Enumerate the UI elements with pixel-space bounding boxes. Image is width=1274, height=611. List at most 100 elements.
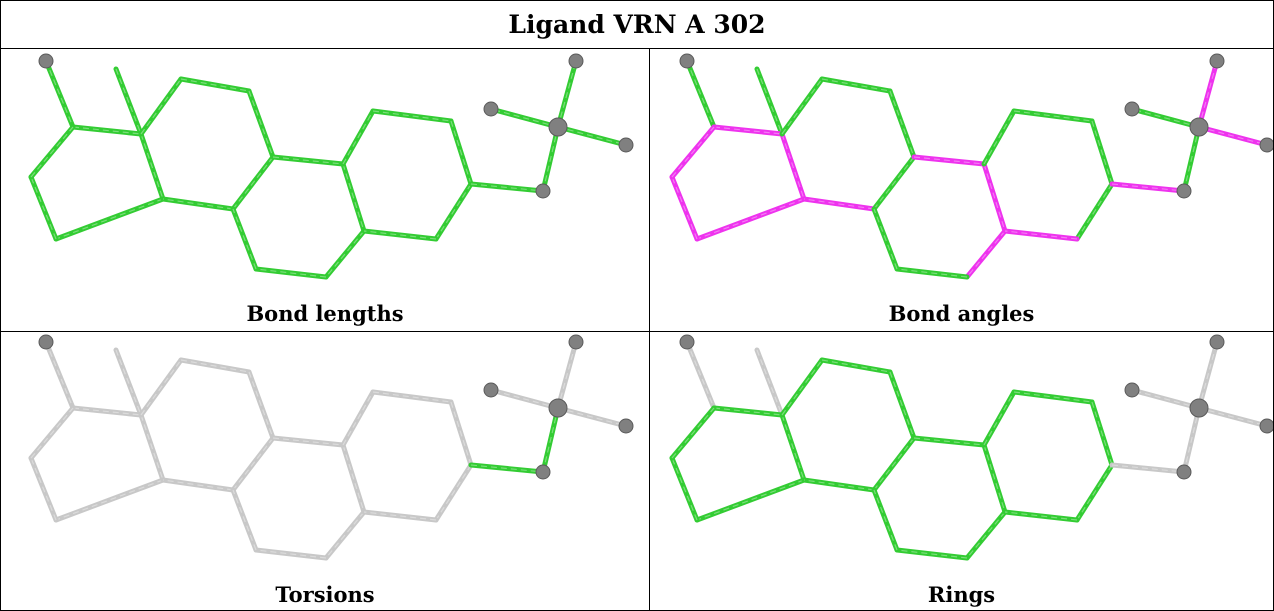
- bond-m2-a2: [113, 66, 144, 137]
- bond-b3-c1: [270, 435, 346, 448]
- atom-s1: [483, 101, 499, 117]
- atom-si: [1189, 398, 1209, 418]
- bond-d3-d4: [433, 462, 474, 523]
- atom-m1: [679, 53, 695, 69]
- bond-d2-d3: [1089, 118, 1115, 187]
- atom-si: [1189, 117, 1209, 137]
- bond-b3-c1: [911, 435, 987, 448]
- bond-m2-a2: [754, 66, 785, 137]
- bond-c3-c4: [894, 547, 970, 561]
- atom-s2: [1209, 53, 1225, 69]
- atom-s3: [1259, 137, 1273, 153]
- grid-divider-horizontal: [1, 331, 1273, 332]
- atom-si: [548, 117, 568, 137]
- bond-a3-a4: [53, 196, 166, 242]
- bond-b3-b4: [230, 435, 276, 493]
- bond-c2-c3: [323, 228, 367, 280]
- bond-b4-a3: [801, 196, 877, 212]
- atom-ox: [1176, 464, 1192, 480]
- atom-s2: [1209, 334, 1225, 350]
- bond-a3-a4: [694, 196, 807, 242]
- atom-s3: [618, 418, 634, 434]
- bond-a2-b1: [779, 357, 825, 418]
- bond-d4-c2: [1002, 228, 1080, 242]
- bond-d3-d4: [1074, 181, 1115, 242]
- bond-c2-c3: [964, 509, 1008, 561]
- bond-d3-ox: [1109, 462, 1187, 475]
- bond-si-s3: [1196, 405, 1270, 429]
- atom-s1: [1124, 382, 1140, 398]
- bond-b4-a3: [160, 477, 236, 493]
- bond-b3-b4: [871, 154, 917, 212]
- bond-ox-si: [1181, 405, 1202, 475]
- bond-b1-b2: [819, 76, 893, 94]
- bond-b1-b2: [819, 357, 893, 375]
- molecule-bond-lengths: [28, 53, 634, 280]
- atom-s3: [1259, 418, 1273, 434]
- panel-bond-lengths: Bond lengths: [1, 49, 649, 331]
- bond-si-s3: [555, 405, 629, 429]
- bond-a2-a3: [779, 412, 807, 483]
- bond-a2-b1: [779, 76, 825, 137]
- bond-m1-a1: [43, 339, 76, 411]
- bond-c1-d1: [340, 389, 376, 448]
- bond-ox-si: [1181, 124, 1202, 194]
- bond-d3-ox: [468, 462, 546, 475]
- bond-b4-a3: [160, 196, 236, 212]
- bond-d3-ox: [468, 181, 546, 194]
- bond-a2-b1: [138, 76, 184, 137]
- bond-c4-b4: [230, 487, 259, 553]
- bond-d3-d4: [1074, 462, 1115, 523]
- bond-d4-c2: [361, 228, 439, 242]
- bond-c3-c4: [253, 547, 329, 561]
- bond-d1-d2: [1011, 389, 1095, 405]
- panel-rings: Rings: [650, 332, 1273, 610]
- bond-c4-b4: [871, 206, 900, 272]
- bond-a4-a5: [28, 174, 59, 242]
- bond-si-s2: [555, 58, 579, 130]
- bond-a2-a3: [138, 412, 166, 483]
- bond-a4-a5: [28, 455, 59, 523]
- panel-caption: Bond angles: [888, 301, 1035, 326]
- bond-a4-a5: [669, 174, 700, 242]
- panel-caption: Bond lengths: [246, 301, 404, 326]
- bond-c1-d1: [340, 108, 376, 167]
- bond-m2-a2: [113, 347, 144, 418]
- figure-title: Ligand VRN A 302: [1, 1, 1273, 49]
- bond-d1-d2: [370, 108, 454, 124]
- bond-si-s1: [1129, 387, 1202, 411]
- bond-c4-b4: [230, 206, 259, 272]
- bond-b1-b2: [178, 357, 252, 375]
- atom-m1: [38, 334, 54, 350]
- atom-m1: [38, 53, 54, 69]
- atom-ox: [535, 183, 551, 199]
- bond-si-s1: [488, 387, 561, 411]
- bond-b2-b3: [246, 88, 276, 160]
- bond-a1-a2: [70, 124, 144, 137]
- bond-c3-c4: [894, 266, 970, 280]
- bond-m1-a1: [684, 339, 717, 411]
- bond-b4-a3: [801, 477, 877, 493]
- bond-d3-d4: [433, 181, 474, 242]
- panel-bond-angles: Bond angles: [650, 49, 1273, 331]
- bond-c1-c2: [340, 442, 367, 515]
- atom-si: [548, 398, 568, 418]
- atom-s2: [568, 334, 584, 350]
- atom-ox: [535, 464, 551, 480]
- bond-b3-c1: [911, 154, 987, 167]
- atom-m1: [679, 334, 695, 350]
- panel-caption: Rings: [927, 582, 996, 607]
- bond-d3-ox: [1109, 181, 1187, 194]
- bond-m2-a2: [754, 347, 785, 418]
- bond-ox-si: [540, 124, 561, 194]
- bond-d2-d3: [448, 399, 474, 468]
- bond-a2-a3: [138, 131, 166, 202]
- bond-a3-a4: [53, 477, 166, 523]
- bond-d2-d3: [448, 118, 474, 187]
- bond-c1-c2: [981, 442, 1008, 515]
- bond-b2-b3: [246, 369, 276, 441]
- bond-si-s2: [555, 339, 579, 411]
- atom-s1: [483, 382, 499, 398]
- atom-s3: [618, 137, 634, 153]
- molecule-torsions: [28, 334, 634, 561]
